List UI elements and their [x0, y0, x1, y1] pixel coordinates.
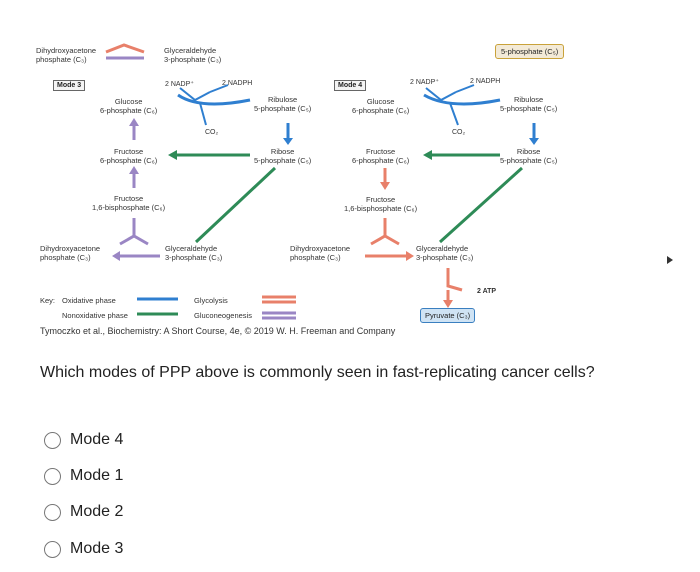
option-label: Mode 3	[70, 540, 124, 557]
key-oxidative: Oxidative phase	[62, 296, 116, 305]
mode3-fructose6p: Fructose 6-phosphate (C₆)	[100, 147, 158, 165]
key-label: Key:	[40, 296, 56, 305]
mode4-title: Mode 4	[334, 80, 367, 91]
mode4-nadp: 2 NADP⁺	[410, 79, 439, 86]
mouse-cursor-icon	[667, 256, 673, 264]
mode4-f16bp: Fructose 1,6-bisphosphate (C₆)	[344, 195, 418, 213]
mode4-ribose5p: Ribose 5-phosphate (C₅)	[500, 147, 558, 165]
radio-button[interactable]	[44, 540, 61, 558]
mode4-ribulose5p: Ribulose 5-phosphate (C₅)	[500, 95, 558, 113]
mode4-pyruvate-box: Pyruvate (C₃)	[420, 308, 476, 323]
mode4-dhap: Dihydroxyacetone phosphate (C₃)	[290, 244, 351, 262]
mode4-fructose6p: Fructose 6-phosphate (C₆)	[352, 147, 410, 165]
mode3-nadph: 2 NADPH	[222, 80, 253, 87]
mode3-glucose6p: Glucose 6-phosphate (C₆)	[100, 97, 158, 115]
radio-button[interactable]	[44, 467, 61, 485]
option-mode-4[interactable]: Mode 4	[44, 431, 123, 449]
option-mode-1[interactable]: Mode 1	[44, 467, 123, 485]
mode4-glucose6p: Glucose 6-phosphate (C₆)	[352, 97, 410, 115]
key-nonoxidative: Nonoxidative phase	[62, 311, 128, 320]
mode3-ribose5p: Ribose 5-phosphate (C₅)	[254, 147, 312, 165]
mode4-gap: Glyceraldehyde 3-phosphate (C₃)	[416, 244, 474, 262]
pathway-arrows	[105, 43, 539, 320]
radio-button[interactable]	[44, 503, 61, 521]
top-5-phosphate-box: 5-phosphate (C₅)	[495, 44, 565, 59]
mode3-title: Mode 3	[53, 80, 86, 91]
figure-credit: Tymoczko et al., Biochemistry: A Short C…	[40, 326, 396, 336]
ppp-modes-figure: Dihydroxyacetone phosphate (C₃) Glyceral…	[36, 43, 565, 336]
mode3-gap: Glyceraldehyde 3-phosphate (C₃)	[165, 244, 223, 262]
option-label: Mode 1	[70, 467, 124, 484]
question-text: Which modes of PPP above is commonly see…	[40, 364, 595, 381]
key-gluconeogenesis: Gluconeogenesis	[194, 311, 252, 320]
mode4-co2: CO₂	[452, 129, 466, 136]
mode3-f16bp: Fructose 1,6-bisphosphate (C₆)	[92, 194, 166, 212]
mode4-atp: 2 ATP	[477, 288, 497, 295]
top-gap-label: Glyceraldehyde 3-phosphate (C₃)	[164, 46, 222, 64]
option-label: Mode 2	[70, 503, 124, 520]
option-mode-3[interactable]: Mode 3	[44, 540, 123, 558]
mode3-dhap: Dihydroxyacetone phosphate (C₃)	[40, 244, 101, 262]
mode4-nadph: 2 NADPH	[470, 78, 501, 85]
mode3-ribulose5p: Ribulose 5-phosphate (C₅)	[254, 95, 312, 113]
radio-button[interactable]	[44, 431, 61, 449]
key-glycolysis: Glycolysis	[194, 296, 228, 305]
option-label: Mode 4	[70, 431, 124, 448]
option-mode-2[interactable]: Mode 2	[44, 503, 123, 521]
mode3-nadp: 2 NADP⁺	[165, 81, 194, 88]
top-dhap-label: Dihydroxyacetone phosphate (C₃)	[36, 46, 97, 64]
mode3-co2: CO₂	[205, 129, 219, 136]
